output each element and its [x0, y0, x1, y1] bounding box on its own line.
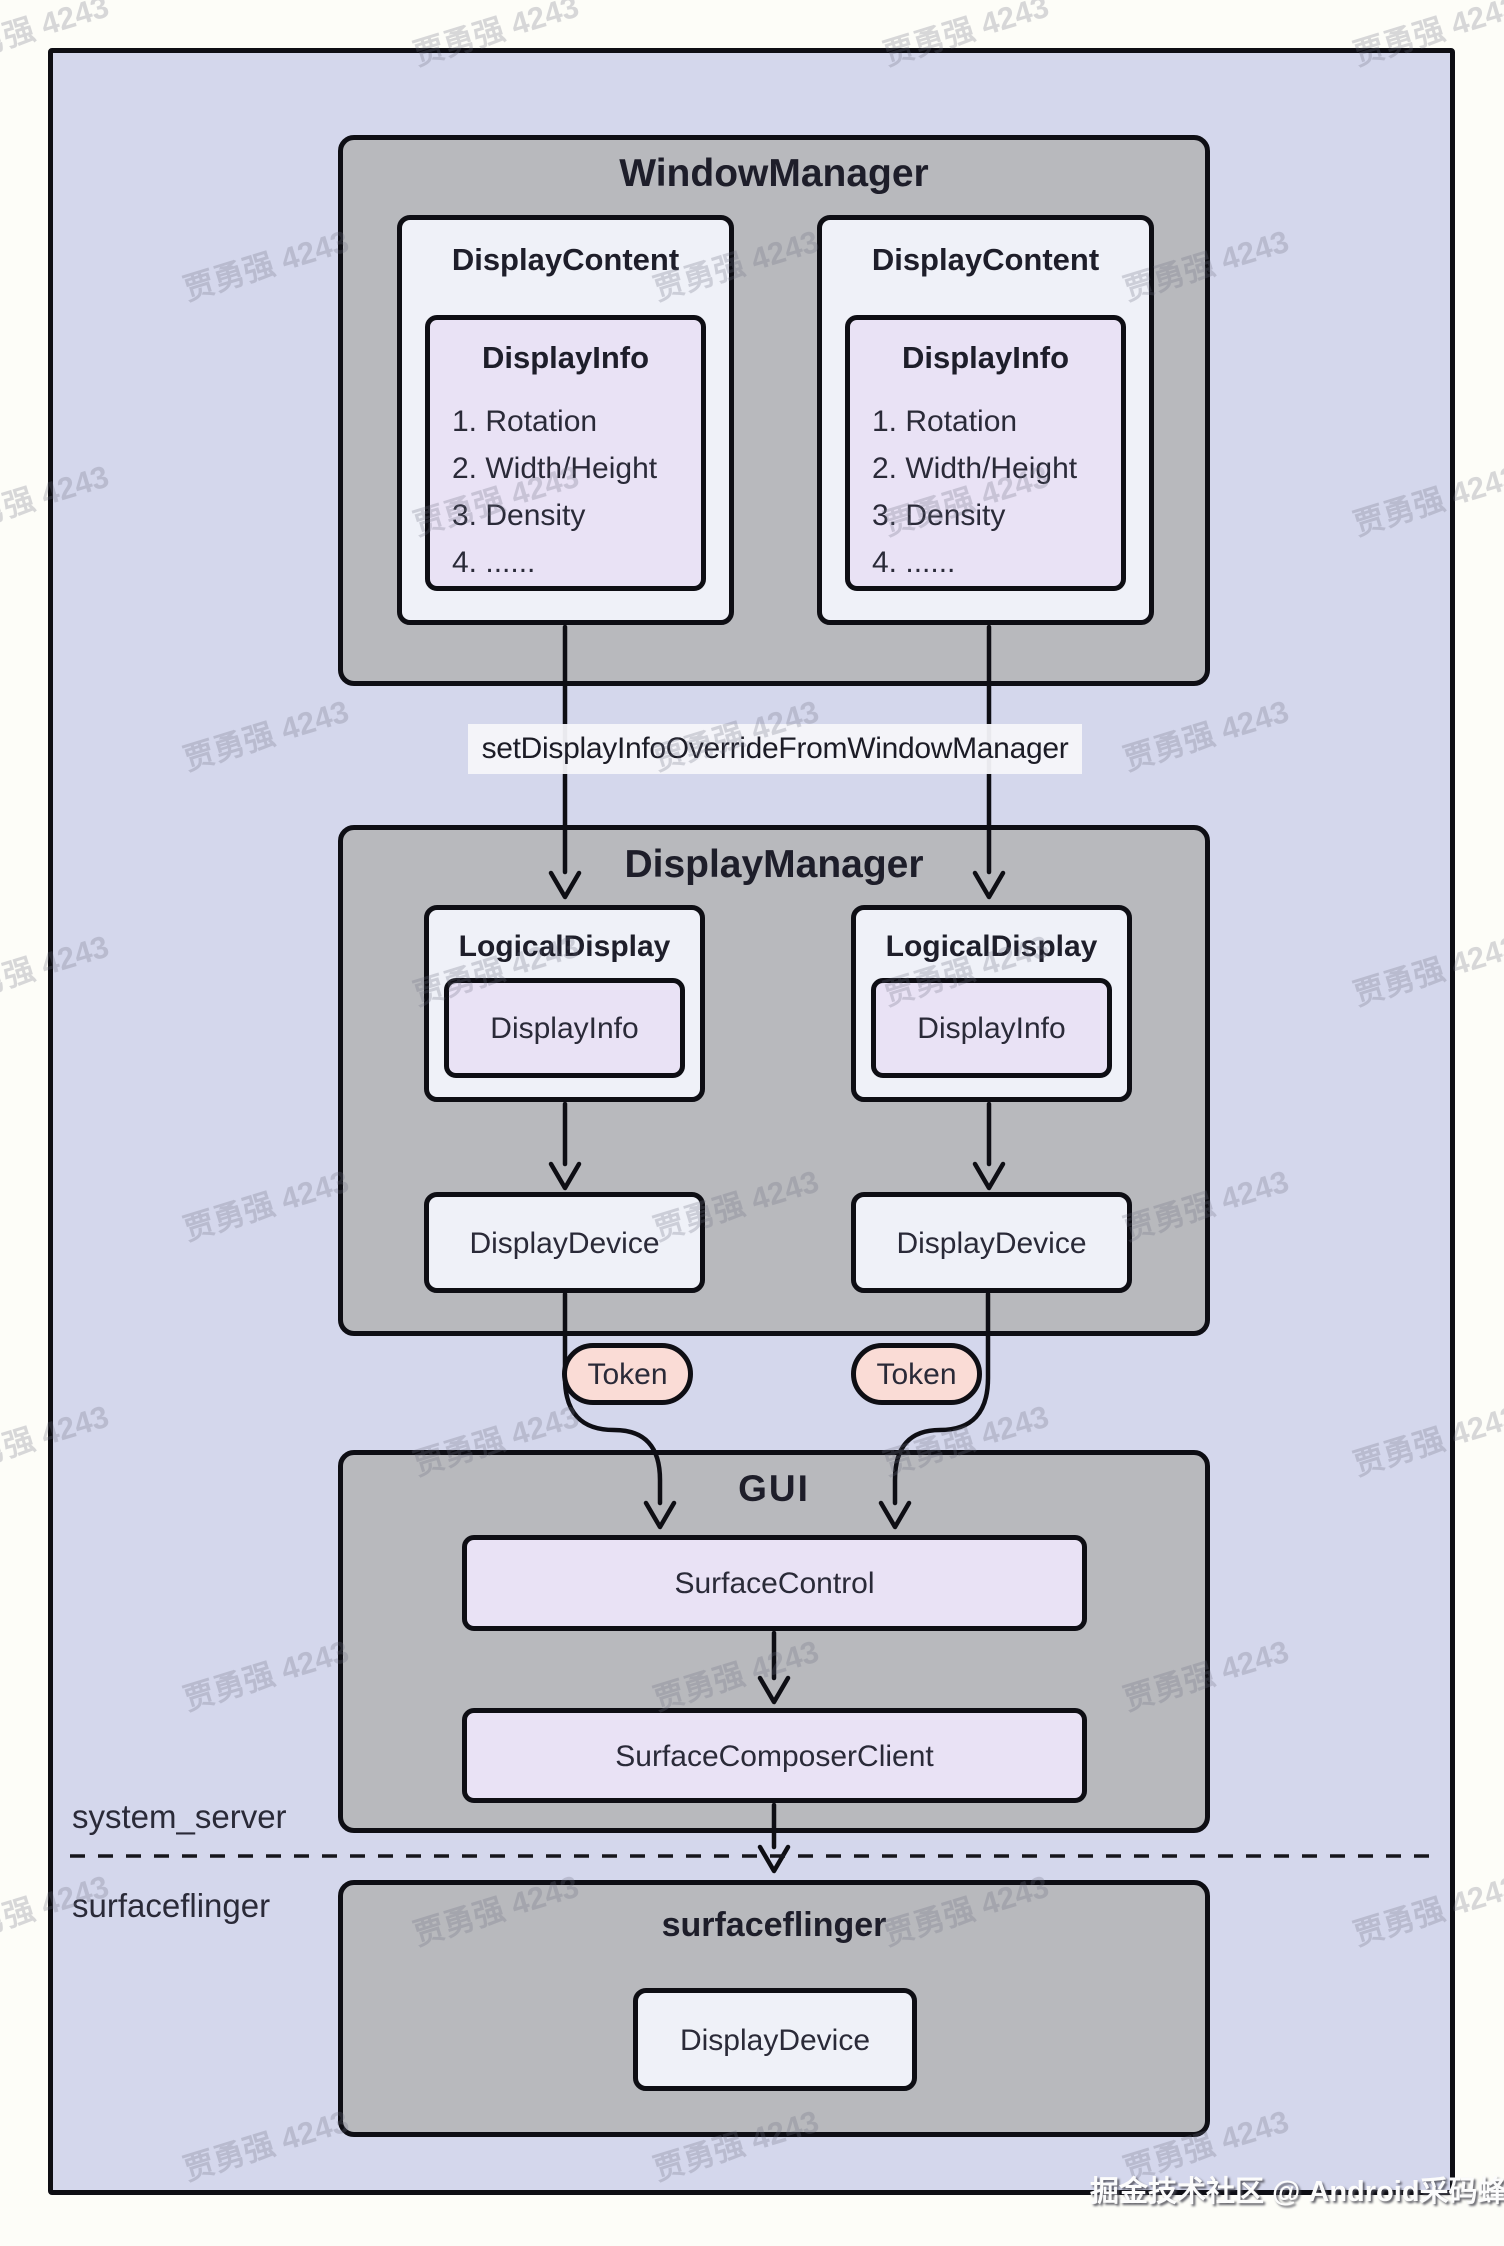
sf-display-device-box: [633, 1988, 917, 2091]
display-device-label-left: DisplayDevice: [469, 1227, 660, 1260]
display-info-title-right: DisplayInfo: [901, 340, 1070, 375]
gui-title: GUI: [738, 1468, 810, 1509]
list-item: 2. Width/Height: [452, 452, 658, 485]
surface-control-box: [462, 1535, 1087, 1631]
token-label-left: Token: [587, 1358, 668, 1391]
surface-composer-client-label: SurfaceComposerClient: [615, 1740, 934, 1773]
token-label-right: Token: [876, 1358, 957, 1391]
display-info-small-label-right: DisplayInfo: [917, 1012, 1066, 1045]
list-item: 1. Rotation: [872, 405, 1018, 438]
surfaceflinger-process-label: surfaceflinger: [72, 1887, 271, 1924]
display-device-box-left: [424, 1192, 705, 1293]
surface-composer-client-box: [462, 1708, 1087, 1803]
sf-display-device-label: DisplayDevice: [679, 2024, 871, 2057]
display-info-small-label-left: DisplayInfo: [490, 1012, 639, 1045]
display-manager-title: DisplayManager: [624, 843, 924, 886]
system-server-process-label: system_server: [72, 1798, 287, 1835]
list-item: 1. Rotation: [452, 405, 598, 438]
display-content-title-right: DisplayContent: [871, 242, 1100, 277]
display-device-label-right: DisplayDevice: [896, 1227, 1087, 1260]
list-item: 2. Width/Height: [872, 452, 1078, 485]
display-info-small-box-right: [871, 978, 1112, 1078]
list-item: 3. Density: [872, 499, 1006, 532]
list-item: 3. Density: [452, 499, 586, 532]
list-item: 4. ......: [452, 546, 536, 579]
logical-display-title-left: LogicalDisplay: [458, 930, 671, 963]
list-item: 4. ......: [872, 546, 956, 579]
display-info-small-box-left: [444, 978, 685, 1078]
display-content-title-left: DisplayContent: [451, 242, 680, 277]
override-method-label: setDisplayInfoOverrideFromWindowManager: [468, 724, 1082, 774]
display-info-list-left: 1. Rotation 2. Width/Height 3. Density 4…: [452, 398, 692, 586]
display-info-title-left: DisplayInfo: [481, 340, 650, 375]
display-info-box-left: [425, 315, 706, 591]
logical-display-title-right: LogicalDisplay: [885, 930, 1098, 963]
display-info-list-right: 1. Rotation 2. Width/Height 3. Density 4…: [872, 398, 1112, 586]
surface-control-label: SurfaceControl: [674, 1567, 875, 1600]
surfaceflinger-title: surfaceflinger: [661, 1906, 887, 1944]
display-device-box-right: [851, 1192, 1132, 1293]
window-manager-title: WindowManager: [619, 152, 929, 195]
display-info-box-right: [845, 315, 1126, 591]
credit-watermark: 掘金技术社区 @ Android采码蜂: [1090, 2176, 1504, 2208]
